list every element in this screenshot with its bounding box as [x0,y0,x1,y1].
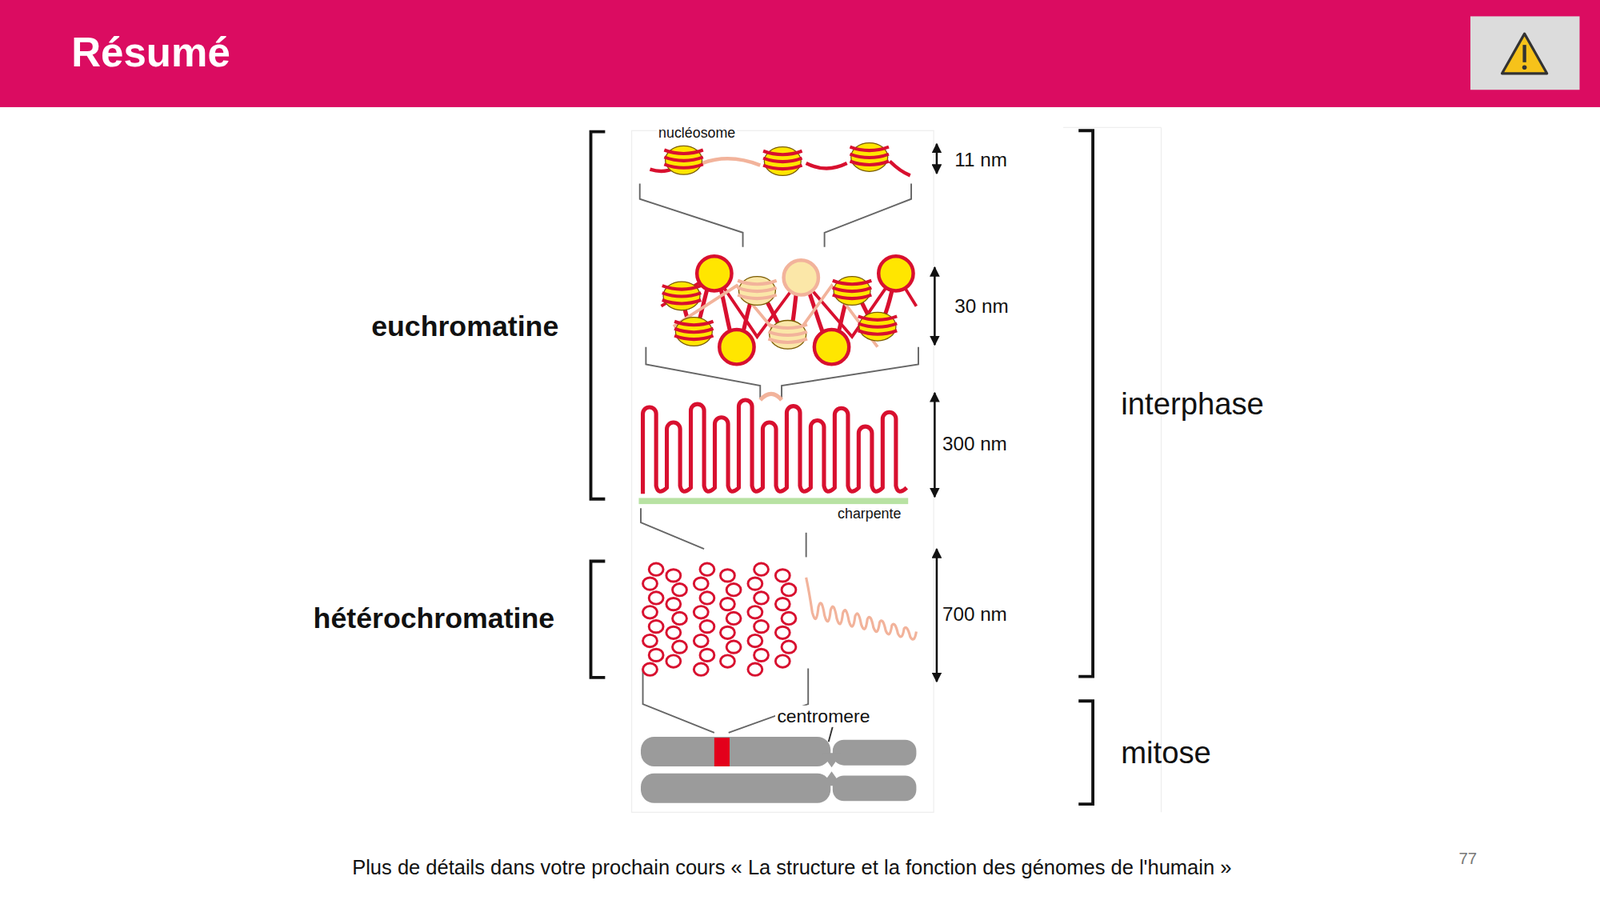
chromosome [640,726,916,804]
nucleosome [784,260,819,295]
nucleosome [696,256,732,291]
dimension-arrows [934,144,937,682]
funnel-lines [640,184,919,733]
nucleosome [814,329,849,364]
nucleosome [858,312,897,341]
dimension-label: 11 nm [952,148,1009,172]
dimension-label: 700 nm [940,603,1009,626]
condensed-coils [643,563,917,676]
loop-domains [643,393,908,494]
nucleosome [719,329,754,364]
figure-panel [632,130,935,812]
slide-title: Résumé [71,29,230,77]
page-number: 77 [1456,849,1479,868]
nucleosome [763,147,802,176]
nucleosome [674,317,713,347]
nucleosome [664,145,703,175]
nucleosome [832,276,872,306]
brackets [591,130,1094,804]
panel-edge [1063,127,1161,128]
footnote-caption: Plus de détails dans votre prochain cour… [352,856,1232,880]
figure-label: centromere [775,705,872,727]
figure-label: nucléosome [656,124,737,142]
nucleosome [662,281,701,311]
nucleosome [878,256,913,291]
nucleosome [737,276,776,306]
dimension-label: 30 nm [952,295,1010,318]
region-label: euchromatine [369,311,560,344]
figure-label: charpente [836,504,903,522]
dimension-label: 300 nm [940,432,1009,456]
nucleosome-row [650,143,911,176]
header-bar [0,0,1600,108]
panel-edge [1160,127,1162,812]
solenoid-fibre [661,256,917,364]
region-label: hétérochromatine [312,603,557,636]
nucleosome [768,320,807,350]
scaffold-bar [638,497,908,504]
phase-label: interphase [1119,386,1266,422]
nucleosome [850,143,889,172]
phase-label: mitose [1119,735,1213,771]
warning-icon [1470,16,1580,90]
